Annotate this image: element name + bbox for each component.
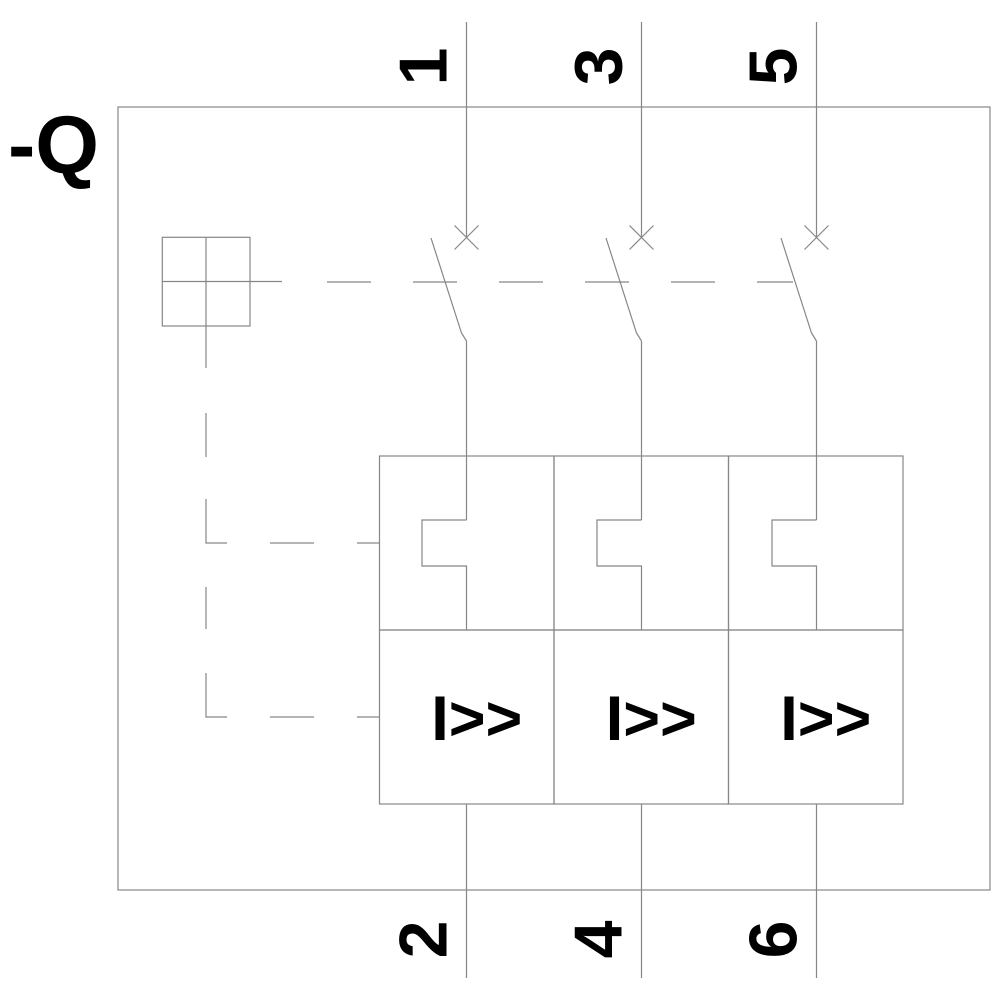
trip-unit-boxes xyxy=(378,455,904,805)
terminal-label-3: 3 xyxy=(561,48,637,86)
magnetic-trip-label-2: I>> xyxy=(606,684,697,754)
pole-2 xyxy=(596,22,654,978)
terminal-label-4: 4 xyxy=(561,920,637,958)
pole-1 xyxy=(421,22,479,978)
terminal-label-5: 5 xyxy=(736,48,812,86)
pole-2-contact-x-icon xyxy=(629,225,654,250)
trip-linkage-vertical-dashed xyxy=(205,413,227,718)
terminal-label-2: 2 xyxy=(386,921,462,959)
pole-3 xyxy=(771,22,829,978)
magnetic-trip-label-1: I>> xyxy=(431,684,522,754)
magnetic-box-3 xyxy=(727,629,904,805)
schematic-lines xyxy=(117,22,991,978)
schematic-labels: -Q 1 3 5 2 4 6 I>> I>> I>> xyxy=(8,48,871,959)
pole-3-switch-blade xyxy=(780,237,818,342)
magnetic-trip-label-3: I>> xyxy=(780,684,871,754)
device-outline xyxy=(117,106,991,891)
mechanism-square xyxy=(161,236,282,368)
pole-3-contact-x-icon xyxy=(804,225,829,250)
terminal-label-6: 6 xyxy=(736,921,812,959)
pole-2-thermal-notch xyxy=(596,519,643,630)
pole-1-switch-blade xyxy=(430,237,468,342)
pole-2-switch-blade xyxy=(605,237,643,342)
device-tag-label: -Q xyxy=(8,100,99,191)
pole-1-contact-x-icon xyxy=(454,225,479,250)
pole-3-thermal-notch xyxy=(771,519,818,630)
thermal-box-3 xyxy=(727,455,904,631)
pole-1-thermal-notch xyxy=(421,519,468,630)
terminal-label-1: 1 xyxy=(386,48,462,86)
